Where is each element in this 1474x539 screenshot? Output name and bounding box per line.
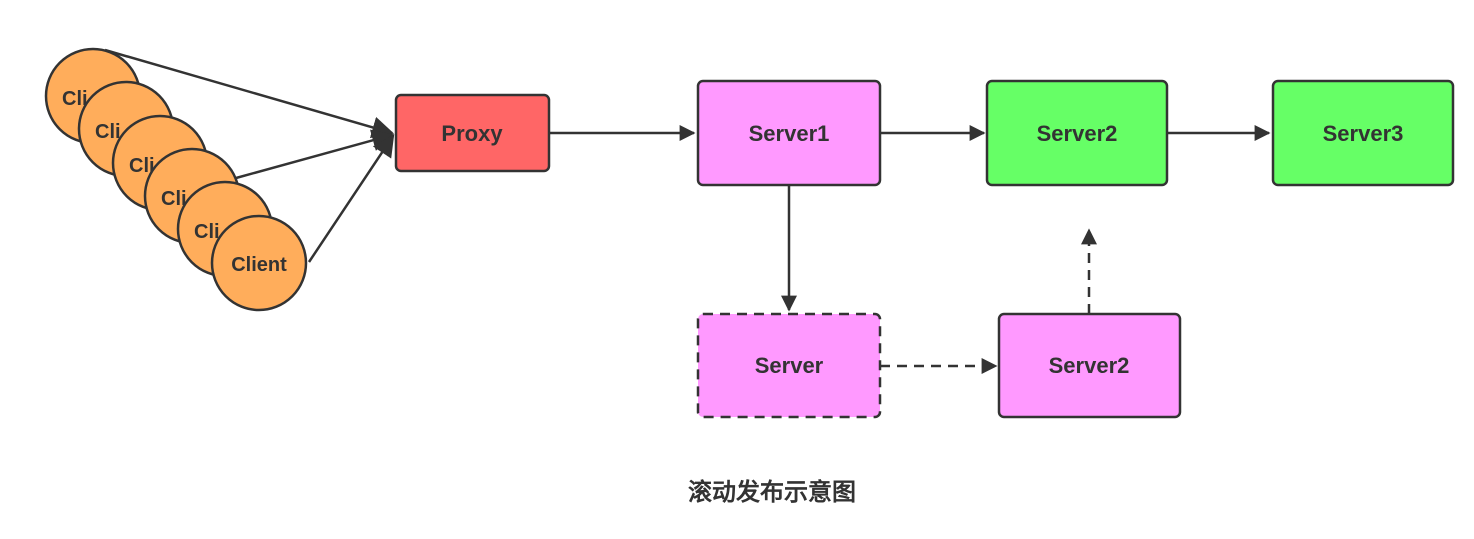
new-server-label: Server [755, 353, 824, 378]
new-server-node: Server [696, 312, 882, 419]
client-label-3: Cli [129, 155, 155, 177]
server2-top-label: Server2 [1037, 121, 1118, 146]
client-label-1: Cli [62, 88, 88, 110]
client-circle-front: Client [210, 214, 308, 312]
server1-label: Server1 [749, 121, 830, 146]
diagram-caption: 滚动发布示意图 [688, 478, 856, 506]
server2-bottom-node: Server2 [997, 312, 1182, 419]
server1-node: Server1 [696, 79, 882, 187]
client-label-5: Cli [194, 221, 220, 243]
proxy-label: Proxy [441, 121, 503, 146]
arrow-client-mid-to-proxy [235, 129, 395, 180]
server2-top-node: Server2 [985, 79, 1169, 187]
client-label-4: Cli [161, 188, 187, 210]
server2-bottom-label: Server2 [1049, 353, 1130, 378]
server3-label: Server3 [1323, 121, 1404, 146]
client-label-front: Client [231, 254, 287, 276]
arrow-client-front-to-proxy [307, 134, 395, 263]
server3-node: Server3 [1271, 79, 1455, 187]
proxy-node: Proxy [394, 93, 551, 173]
client-label-2: Cli [95, 121, 121, 143]
arrow-client-top-to-proxy [104, 48, 395, 139]
